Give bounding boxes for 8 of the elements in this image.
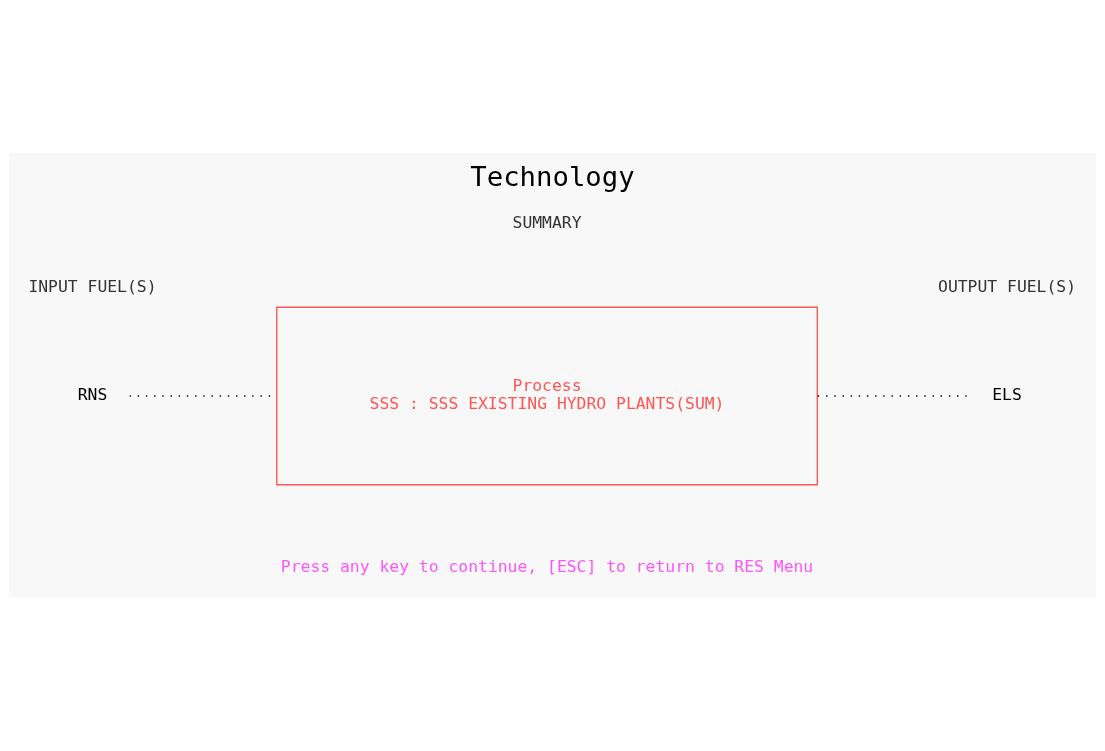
node-box: Process SSS : SSS EXISTING HYDRO PLANTS(SUM) [276, 306, 818, 486]
node-text: ELS [992, 385, 1022, 405]
label: Press any key to continue, [ESC] to return to RES Menu [280, 557, 814, 577]
diagram-title: Technology [470, 160, 635, 192]
label: SUMMARY [512, 213, 582, 233]
label: INPUT FUEL(S) [28, 277, 157, 297]
label: OUTPUT FUEL(S) [938, 277, 1077, 297]
node-text: RNS [77, 385, 108, 405]
